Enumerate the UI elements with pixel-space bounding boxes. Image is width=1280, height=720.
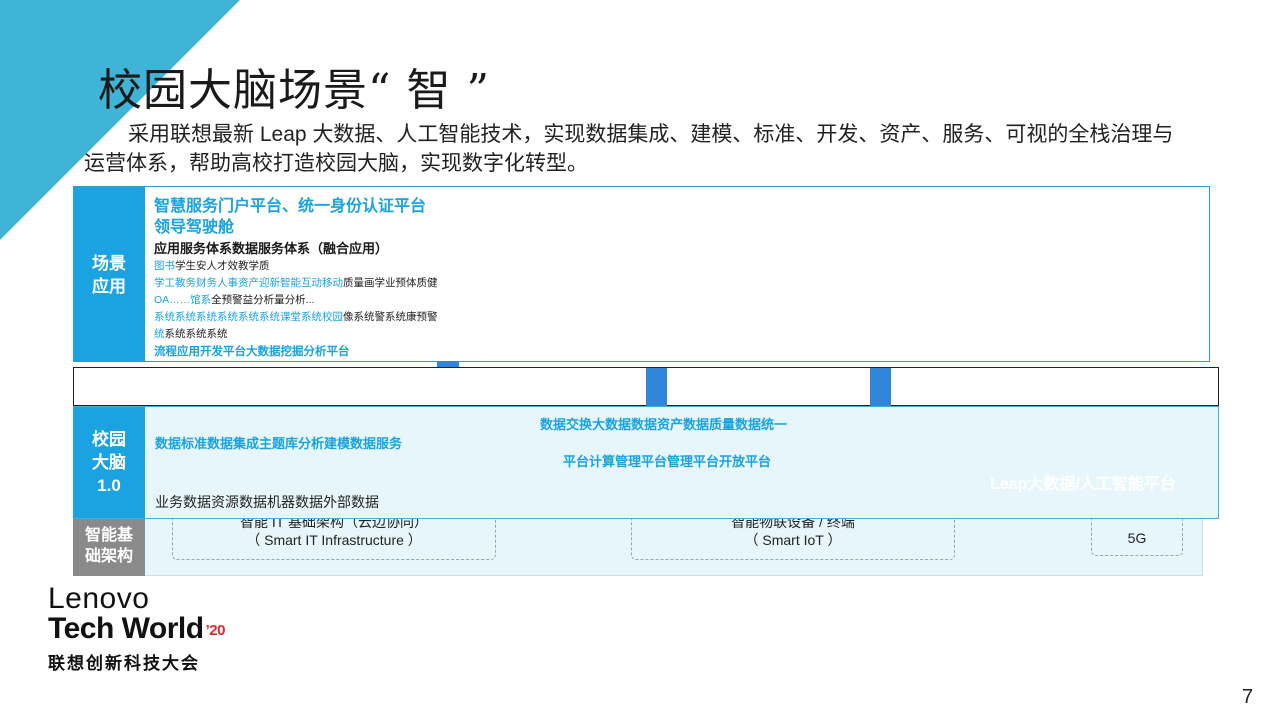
- scene-content: 智慧服务门户平台、统一身份认证平台 领导驾驶舱 应用服务体系数据服务体系（融合应…: [154, 196, 654, 361]
- infra-label-line1: 智能基: [84, 527, 133, 544]
- scene-line-cockpit: 领导驾驶舱: [154, 219, 235, 236]
- scene-label-line2: 应用: [92, 276, 126, 296]
- year-mark: ’20: [205, 622, 226, 639]
- scene-line-services: 应用服务体系数据服务体系（融合应用）: [154, 241, 389, 256]
- scene-small-line: 系统系统系统系统系统系统课堂系统校园像系统警系统康预警: [154, 311, 438, 323]
- brain-label-line1: 校园: [92, 430, 126, 449]
- leap-platform-label: Leap大数据/人工智能平台: [990, 476, 1176, 493]
- intro-paragraph: 采用联想最新 Leap 大数据、人工智能技术，实现数据集成、建模、标准、开发、资…: [84, 123, 1174, 175]
- scene-small-line: 学工教务财务人事资产迎新智能互动移动质量画学业预体质健: [154, 277, 438, 289]
- lenovo-logo: Lenovo: [48, 582, 150, 615]
- smart-it-box: 智能 IT 基础架构（云边协同） （ Smart IT Infrastructu…: [172, 512, 496, 560]
- brain-row-standards: 数据标准数据集成主题库分析建模数据服务: [155, 436, 403, 451]
- 5g-label: 5G: [1127, 530, 1147, 546]
- page-number: 7: [1242, 686, 1254, 708]
- smart-it-line2: （ Smart IT Infrastructure ）: [246, 532, 422, 548]
- scene-small-line: 图书学生安人才效教学质: [154, 260, 270, 272]
- brain-label-line3: 1.0: [97, 476, 121, 495]
- infra-label-line2: 础架构: [84, 548, 133, 565]
- brain-label-line2: 大脑: [92, 453, 126, 472]
- smart-iot-line2: （ Smart IoT ）: [744, 532, 842, 548]
- slide-title: 校园大脑场景“ 智 ”: [98, 65, 490, 116]
- infra-panel: [73, 516, 1203, 576]
- connector-bar: [437, 361, 459, 369]
- scene-panel: [73, 186, 1210, 362]
- infra-label: 智能基 础架构: [73, 516, 145, 576]
- scene-line-portal: 智慧服务门户平台、统一身份认证平台: [154, 198, 427, 215]
- brain-row-exchange: 数据交换大数据数据资产数据质量数据统一: [540, 417, 788, 432]
- brain-row-platforms: 平台计算管理平台管理平台开放平台: [563, 454, 772, 469]
- connector-bar: [646, 368, 667, 406]
- scene-label-line1: 场景: [92, 253, 126, 273]
- techworld-logo: Tech World’20: [48, 612, 226, 645]
- conference-subtitle: 联想创新科技大会: [48, 654, 200, 673]
- scene-small-line: OA……馆系全预警益分析量分析...: [154, 294, 315, 306]
- scene-small-line: 统系统系统系统: [154, 328, 228, 340]
- brain-panel: [73, 406, 1219, 519]
- scene-label: 场景 应用: [73, 187, 145, 362]
- scene-line-platforms: 流程应用开发平台大数据挖掘分析平台: [154, 346, 350, 358]
- brain-row-data-sources: 业务数据资源数据机器数据外部数据: [155, 494, 379, 510]
- connector-bar: [870, 368, 891, 406]
- brain-label: 校园 大脑 1.0: [73, 407, 145, 518]
- smart-iot-box: 智能物联设备 / 终端 （ Smart IoT ）: [631, 512, 955, 560]
